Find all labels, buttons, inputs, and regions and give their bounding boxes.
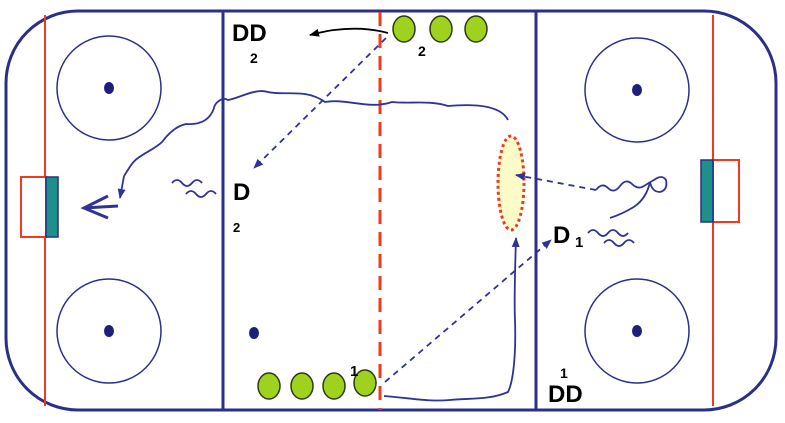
wave-d1 (587, 229, 635, 247)
wave-left (171, 179, 217, 198)
label-dd-bottom: DD (548, 381, 583, 408)
dd2-arrow (309, 27, 389, 37)
faceoff-dot-bottom-right (632, 325, 642, 337)
skate-path-bottom (383, 237, 520, 402)
faceoff-dot-top-right (632, 84, 642, 96)
right-goal-net (712, 159, 740, 223)
label-d-left-sub: 2 (233, 220, 240, 235)
label-dd-bottom-sup: 1 (560, 365, 568, 381)
pass-bottom-to-d1 (384, 239, 552, 383)
faceoff-dot-top-left (104, 82, 114, 94)
puck-bottom-2 (290, 372, 314, 400)
label-group-top-sub: 2 (418, 43, 426, 59)
puck-top-3 (464, 15, 488, 43)
right-goal-crease (700, 159, 714, 223)
skate-arrow-to-goal (117, 175, 126, 199)
faceoff-circle-bottom-left (56, 278, 162, 384)
left-goal-crease (45, 176, 59, 238)
label-d-right-sub: 1 (575, 234, 583, 251)
rink-boards (4, 9, 778, 412)
left-goal-net (20, 176, 47, 238)
puck-top-2 (429, 15, 453, 43)
label-d-right: D (553, 222, 570, 249)
target-zone (496, 134, 526, 232)
label-group-bottom-sup: 1 (350, 363, 358, 380)
curl-right (595, 176, 668, 219)
label-d-left: D (233, 179, 250, 206)
faceoff-circle-bottom-right (584, 278, 690, 384)
puck-bottom-1 (257, 372, 281, 400)
skate-path-top (123, 90, 509, 177)
label-dd-top-sub: 2 (250, 50, 258, 66)
faceoff-circle-top-right (584, 37, 690, 143)
shot-arrow-left (80, 194, 119, 220)
faceoff-circle-top-left (56, 35, 162, 141)
faceoff-dot-bottom-left (104, 325, 114, 337)
puck-top-1 (392, 15, 416, 43)
neutral-zone-dot (249, 327, 259, 339)
pass-top-to-d2 (253, 37, 387, 169)
label-dd-top: DD (232, 20, 267, 47)
pass-right-to-zone (515, 172, 597, 191)
puck-bottom-4 (353, 369, 377, 397)
puck-bottom-3 (322, 372, 346, 400)
